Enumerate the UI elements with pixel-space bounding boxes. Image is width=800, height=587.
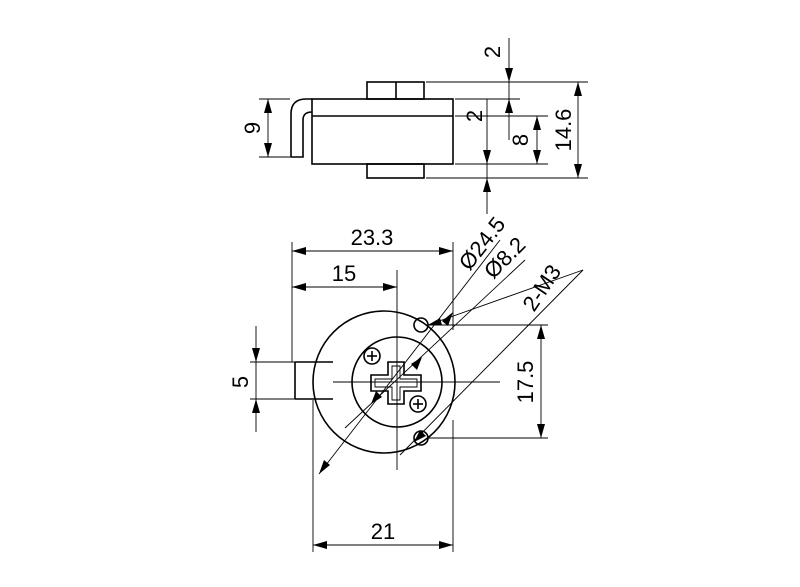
dim-base-width: 21 <box>371 519 395 544</box>
dim-body: 8 <box>508 134 533 146</box>
screw-top-left-icon <box>363 347 381 365</box>
dim-width-to-axis: 15 <box>332 261 356 286</box>
dim-gap: 2 <box>462 110 487 122</box>
dim-holes: 2-M3 <box>517 260 566 316</box>
dim-width-overall: 23.3 <box>351 225 394 250</box>
side-view: 2 9 2 8 14.6 <box>240 38 588 214</box>
front-view: 23.3 15 5 17.5 21 Ø24.5 Ø8.2 <box>228 212 584 552</box>
dim-height: 9 <box>240 122 265 134</box>
dim-slot: 5 <box>228 376 253 388</box>
dim-hole-spacing: 17.5 <box>513 361 538 404</box>
arm-slot <box>294 361 333 400</box>
dim-top-thickness: 2 <box>480 46 505 58</box>
dim-overall-height: 14.6 <box>551 109 576 152</box>
cross-recess <box>370 361 422 405</box>
side-bottom-cap <box>366 163 425 179</box>
side-body <box>311 98 454 165</box>
screw-bottom-right-icon <box>409 395 427 413</box>
side-hook <box>290 98 313 158</box>
